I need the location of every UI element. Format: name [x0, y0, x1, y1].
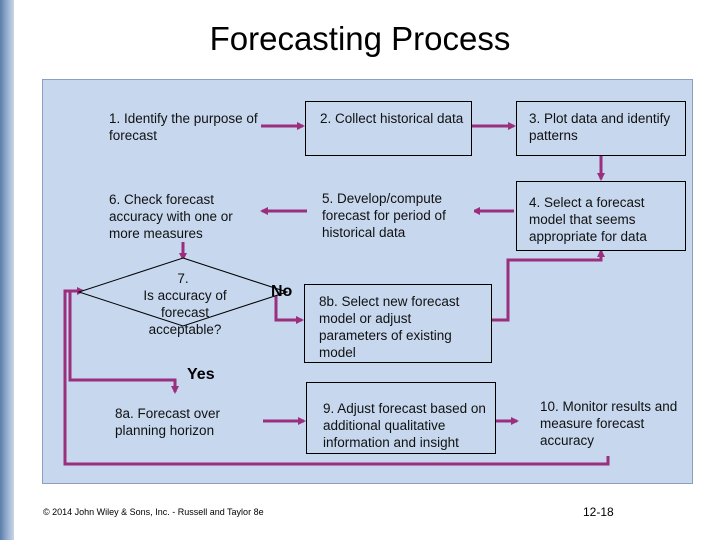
step-8a-text: 8a. Forecast over planning horizon [115, 406, 221, 438]
page-number: 12-18 [583, 505, 614, 519]
step-8b-text: 8b. Select new forecast model or adjust … [319, 294, 460, 360]
step-9-box: 9. Adjust forecast based on additional q… [306, 382, 496, 454]
step-3-box: 3. Plot data and identify patterns [516, 101, 686, 156]
step-8a-box: 8a. Forecast over planning horizon [102, 394, 262, 452]
step-1-box: 1. Identify the purpose of forecast [96, 101, 260, 154]
step-7-text: Is accuracy of forecast acceptable? [143, 288, 227, 337]
arrow-7-to-8a [68, 290, 179, 394]
arrow-8b-to-4 [492, 249, 605, 322]
step-6-box: 6. Check forecast accuracy with one or m… [96, 182, 260, 242]
arrow-10-to-7-feedback [63, 287, 610, 466]
copyright-footer: © 2014 John Wiley & Sons, Inc. - Russell… [43, 507, 264, 517]
step-7-number: 7. [177, 271, 189, 286]
step-4-box: 4. Select a forecast model that seems ap… [516, 181, 686, 251]
step-8b-box: 8b. Select new forecast model or adjust … [304, 284, 492, 363]
decision-diamond [77, 257, 289, 327]
no-label: No [271, 283, 293, 300]
step-6-text: 6. Check forecast accuracy with one or m… [109, 192, 233, 241]
step-10-box: 10. Monitor results and measure forecast… [519, 387, 689, 455]
step-2-text: 2. Collect historical data [320, 111, 464, 126]
step-5-box: 5. Develop/compute forecast for period o… [309, 182, 474, 242]
step-9-text: 9. Adjust forecast based on additional q… [323, 401, 486, 450]
step-3-text: 3. Plot data and identify patterns [529, 111, 671, 143]
page-title: Forecasting Process [209, 20, 511, 57]
yes-label: Yes [187, 366, 215, 383]
arrow-7-to-8b [274, 290, 304, 324]
step-1-text: 1. Identify the purpose of forecast [109, 111, 258, 143]
step-5-text: 5. Develop/compute forecast for period o… [322, 191, 446, 240]
slide-sidebar [0, 0, 14, 540]
step-4-text: 4. Select a forecast model that seems ap… [529, 195, 647, 244]
step-10-text: 10. Monitor results and measure forecast… [540, 399, 678, 448]
step-2-box: 2. Collect historical data [305, 101, 472, 156]
